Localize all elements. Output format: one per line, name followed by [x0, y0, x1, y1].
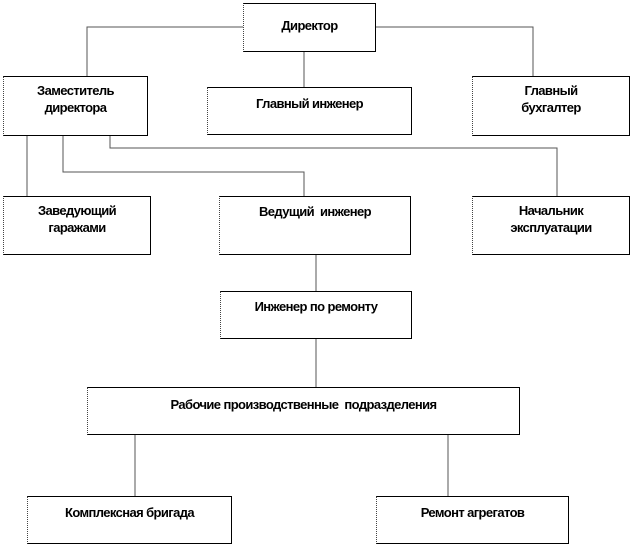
connector-deputy-operations: [109, 136, 558, 196]
connector-director-deputy: [86, 26, 243, 76]
node-label: директора: [44, 100, 107, 115]
node-deputy-director: Заместитель директора: [3, 76, 148, 136]
node-label: Заведующий: [37, 203, 117, 218]
node-label: Ведущий инженер: [259, 204, 372, 219]
node-label: Ремонт агрегатов: [420, 505, 525, 520]
node-label: Инженер по ремонту: [254, 299, 378, 314]
node-production-units: Рабочие производственные подразделения: [87, 387, 520, 435]
node-label: Начальник: [518, 203, 584, 218]
connector-director-accountant: [376, 26, 534, 76]
node-label: Комплексная бригада: [64, 505, 195, 520]
node-label: эксплуатации: [510, 220, 592, 235]
node-complex-brigade: Комплексная бригада: [27, 496, 232, 544]
node-repair-engineer: Инженер по ремонту: [220, 291, 412, 339]
node-label: Рабочие производственные подразделения: [170, 397, 437, 412]
node-label: Директор: [281, 18, 338, 33]
node-label: Главный: [524, 83, 579, 98]
node-label: гаражами: [48, 220, 106, 235]
node-chief-engineer: Главный инженер: [207, 87, 412, 135]
node-label: Заместитель: [37, 83, 114, 98]
node-lead-engineer: Ведущий инженер: [219, 196, 411, 255]
connector-deputy-lead-engineer: [62, 136, 305, 196]
node-operations-head: Начальник эксплуатации: [472, 196, 630, 255]
node-chief-accountant: Главный бухгалтер: [472, 76, 630, 136]
node-garage-head: Заведующий гаражами: [3, 196, 151, 255]
node-label: бухгалтер: [521, 100, 581, 115]
node-director: Директор: [243, 3, 376, 52]
node-unit-repair: Ремонт агрегатов: [376, 496, 569, 544]
node-label: Главный инженер: [256, 96, 364, 111]
